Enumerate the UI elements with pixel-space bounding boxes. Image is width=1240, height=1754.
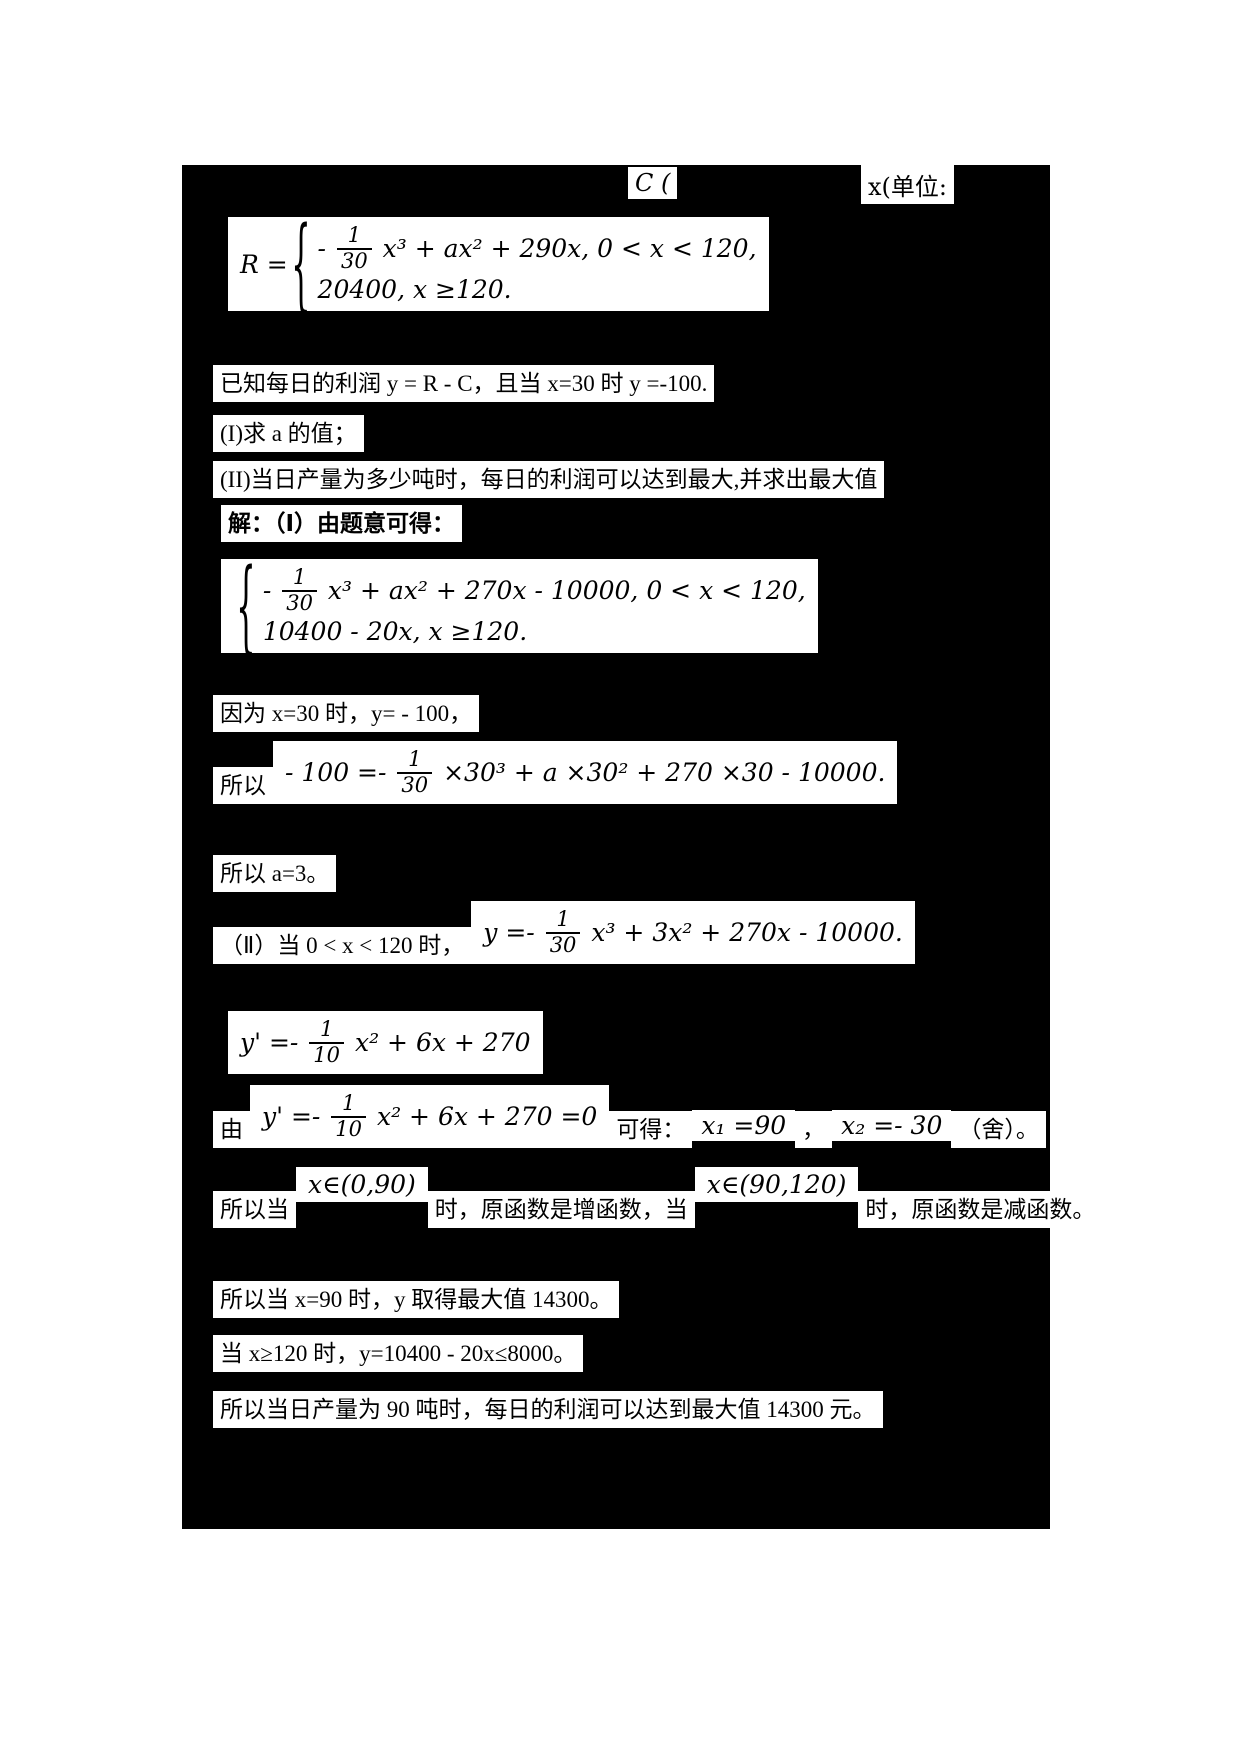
- case1-intro-label: （Ⅱ）当 0 < x < 120 时，: [213, 926, 472, 965]
- part2-question-line: (II)当日产量为多少吨时，每日的利润可以达到最大,并求出最大值: [213, 461, 885, 499]
- discard-label: （舍）。: [951, 1110, 1046, 1149]
- profit-line1-post: x³ + ax² + 270x - 10000, 0 < x < 120,: [319, 576, 806, 606]
- revenue-line1-pre: -: [317, 234, 334, 264]
- increasing-interval: x∈(0,90): [296, 1167, 428, 1203]
- revenue-line2: 20400, x ≥120.: [317, 275, 512, 305]
- root2-value: x₂ =- 30: [832, 1110, 952, 1142]
- unit-fragment: x(单位:: [861, 165, 954, 204]
- because-line: 因为 x=30 时，y= - 100，: [213, 695, 480, 733]
- a-value-line: 所以 a=3。: [213, 855, 337, 893]
- fraction-one-thirtieth: 1 30: [282, 565, 317, 615]
- so-when-label: 所以当: [213, 1191, 296, 1229]
- profit-formula: { - 1 30 x³ + ax² + 270x - 10000, 0 < x …: [221, 547, 818, 665]
- from-label: 由: [213, 1110, 250, 1149]
- increasing-text: 时，原函数是增函数，当: [427, 1191, 695, 1229]
- monotonicity-row: 所以当 x∈(0,90) 时，原函数是增函数，当 x∈(90,120) 时，原函…: [213, 1167, 1103, 1229]
- derivative-formula: y' =- 1 10 x² + 6x + 270: [228, 1011, 543, 1075]
- fraction-one-tenth: 1 10: [309, 1017, 345, 1067]
- fraction-one-tenth: 1 10: [331, 1091, 367, 1141]
- cost-function-fragment: C (: [628, 167, 678, 199]
- revenue-lhs: R =: [240, 249, 288, 279]
- profit-line2: 10400 - 20x, x ≥120.: [262, 617, 528, 647]
- root1-value: x₁ =90: [692, 1110, 796, 1142]
- left-brace: {: [290, 204, 311, 324]
- profit-line1-pre: -: [262, 576, 280, 606]
- so-label: 所以: [213, 766, 273, 805]
- roots-row: 由 y' =- 1 10 x² + 6x + 270 =0 可得： x₁ =90…: [213, 1085, 1046, 1149]
- given-profit-line: 已知每日的利润 y = R - C，且当 x=30 时 y =-100.: [213, 365, 715, 403]
- substitution-formula: - 100 =- 1 30 ×30³ + a ×30² + 270 ×30 - …: [273, 741, 898, 805]
- fraction-one-thirtieth: 1 30: [545, 907, 581, 957]
- left-brace: {: [236, 546, 256, 666]
- max-value-line: 所以当 x=90 时，y 取得最大值 14300。: [213, 1281, 620, 1319]
- revenue-formula: R = { - 1 30 x³ + ax² + 290x, 0 < x < 12…: [228, 205, 769, 323]
- fraction-one-thirtieth: 1 30: [397, 747, 433, 797]
- document-canvas: C ( x(单位: R = { - 1 30 x³ + ax² + 290x, …: [182, 165, 1103, 1529]
- conclusion-line: 所以当日产量为 90 吨时，每日的利润可以达到最大值 14300 元。: [213, 1391, 883, 1429]
- decreasing-interval: x∈(90,120): [694, 1167, 859, 1203]
- derivative-zero-formula: y' =- 1 10 x² + 6x + 270 =0: [250, 1085, 610, 1149]
- case1-row: （Ⅱ）当 0 < x < 120 时， y =- 1 30 x³ + 3x² +…: [213, 901, 915, 965]
- tail-case-line: 当 x≥120 时，y=10400 - 20x≤8000。: [213, 1335, 584, 1373]
- kede-label: 可得：: [609, 1110, 693, 1149]
- solution-intro-line: 解：（Ⅰ）由题意可得：: [221, 505, 463, 543]
- expanded-profit-formula: y =- 1 30 x³ + 3x² + 270x - 10000.: [471, 901, 915, 965]
- part1-question-line: (I)求 a 的值；: [213, 415, 364, 453]
- decreasing-text: 时，原函数是减函数。: [858, 1191, 1103, 1229]
- substitution-row: 所以 - 100 =- 1 30 ×30³ + a ×30² + 270 ×30…: [213, 741, 898, 805]
- revenue-line1-post: x³ + ax² + 290x, 0 < x < 120,: [374, 234, 757, 264]
- comma-separator: ，: [795, 1110, 833, 1149]
- fraction-one-thirtieth: 1 30: [336, 223, 372, 273]
